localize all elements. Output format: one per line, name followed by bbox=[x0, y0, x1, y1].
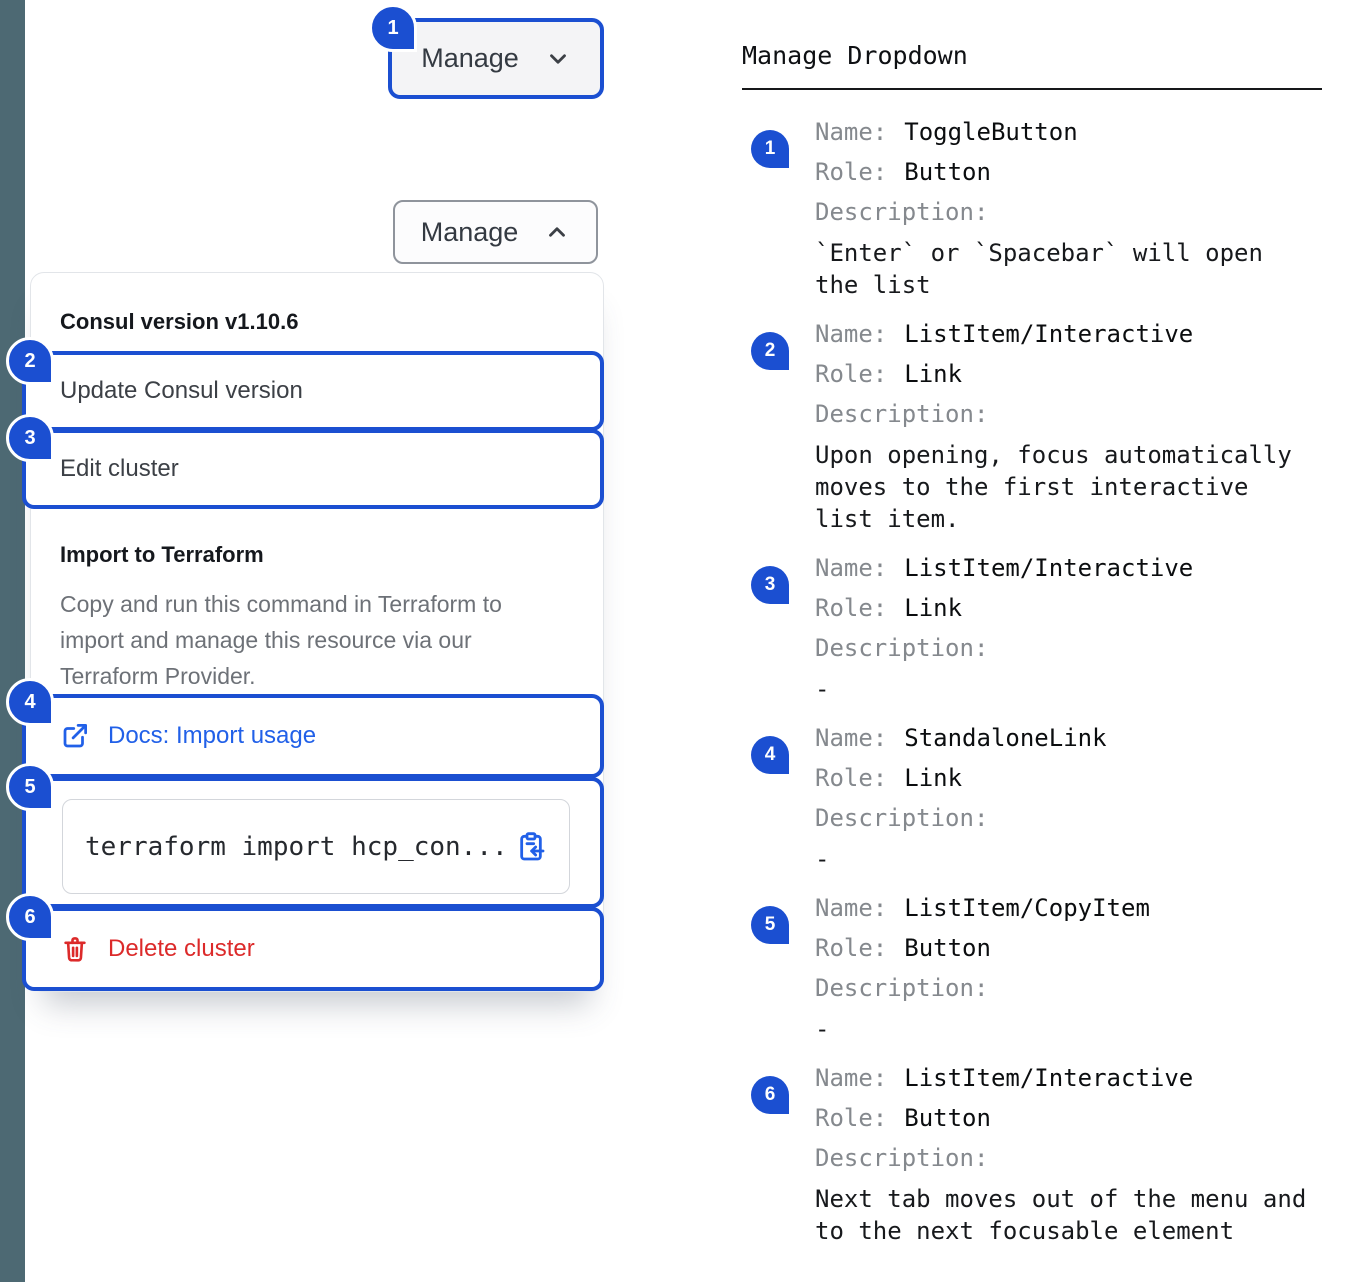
name-value: ListItem/Interactive bbox=[904, 1064, 1194, 1092]
manage-toggle-button-closed[interactable]: Manage bbox=[388, 18, 604, 99]
menu-item-delete-cluster[interactable]: Delete cluster bbox=[22, 907, 604, 991]
description-label: Description: bbox=[815, 400, 989, 428]
name-label: Name: bbox=[815, 894, 888, 922]
description-value: Upon opening, focus automatically moves … bbox=[815, 441, 1292, 533]
description-value: Next tab moves out of the menu and to th… bbox=[815, 1185, 1307, 1245]
annotation-badge-6: 6 bbox=[6, 893, 54, 941]
chevron-down-icon bbox=[545, 46, 571, 72]
role-label: Role: bbox=[815, 764, 888, 792]
name-label: Name: bbox=[815, 724, 888, 752]
legend-badge-5: 5 bbox=[751, 906, 789, 944]
clipboard-copy-icon[interactable] bbox=[515, 831, 547, 863]
role-label: Role: bbox=[815, 1104, 888, 1132]
annotation-badge-5: 5 bbox=[6, 763, 54, 811]
chevron-up-icon bbox=[544, 219, 570, 245]
legend-title: Manage Dropdown bbox=[742, 41, 968, 70]
menu-item-docs-import-usage[interactable]: Docs: Import usage bbox=[22, 694, 604, 778]
sidebar-strip bbox=[0, 0, 25, 1282]
legend-entry-6: 6 Name:ListItem/Interactive Role:Button … bbox=[742, 1058, 1322, 1247]
legend-badge-2: 2 bbox=[751, 332, 789, 370]
role-label: Role: bbox=[815, 360, 888, 388]
description-value: - bbox=[815, 845, 830, 873]
name-label: Name: bbox=[815, 320, 888, 348]
legend-entry-1: 1 Name: ToggleButton Role: Button Descript… bbox=[742, 112, 1322, 301]
role-value: Button bbox=[904, 1104, 991, 1132]
delete-cluster-label: Delete cluster bbox=[108, 935, 255, 962]
role-value: Button bbox=[904, 934, 991, 962]
legend-badge-3: 3 bbox=[751, 566, 789, 604]
annotation-badge-1: 1 bbox=[369, 4, 417, 52]
description-label: Description: bbox=[815, 974, 989, 1002]
legend-badge-6: 6 bbox=[751, 1076, 789, 1114]
legend-divider bbox=[742, 88, 1322, 90]
menu-item-edit-cluster[interactable]: Edit cluster bbox=[22, 429, 604, 509]
role-label: Role: bbox=[815, 594, 888, 622]
menu-item-label: Edit cluster bbox=[60, 455, 179, 482]
name-label: Name: bbox=[815, 1064, 888, 1092]
description-label: Description: bbox=[815, 1144, 989, 1172]
terraform-command-text: terraform import hcp_con... bbox=[85, 831, 508, 862]
legend-badge-1: 1 bbox=[751, 130, 789, 168]
legend-entry-5: 5 Name: ListItem/CopyItem Role: Button Des… bbox=[742, 888, 1322, 1045]
terraform-command-codebox: terraform import hcp_con... bbox=[62, 799, 570, 894]
description-label: Description: bbox=[815, 804, 989, 832]
description-label: Description: bbox=[815, 634, 989, 662]
name-value: ListItem/CopyItem bbox=[904, 894, 1150, 922]
name-value: StandaloneLink bbox=[904, 724, 1107, 752]
docs-link-label: Docs: Import usage bbox=[108, 722, 317, 749]
consul-version-header: Consul version v1.10.6 bbox=[60, 309, 299, 334]
name-label: Name: bbox=[815, 118, 888, 146]
manage-toggle-label: Manage bbox=[421, 43, 519, 73]
role-value: Link bbox=[904, 764, 963, 792]
legend-entry-4: 4 Name: StandaloneLink Role: Link Descript… bbox=[742, 718, 1322, 875]
menu-item-copy-command[interactable]: terraform import hcp_con... bbox=[22, 777, 604, 908]
name-value: ToggleButton bbox=[904, 118, 1078, 146]
role-label: Role: bbox=[815, 158, 888, 186]
description-value: - bbox=[815, 1015, 830, 1043]
annotation-badge-4: 4 bbox=[6, 678, 54, 726]
annotation-badge-3: 3 bbox=[6, 414, 54, 462]
legend-entry-2: 2 Name: ListItem/Interactive Role: Link De… bbox=[742, 314, 1322, 535]
name-value: ListItem/Interactive bbox=[904, 320, 1194, 348]
role-label: Role: bbox=[815, 934, 888, 962]
description-value: - bbox=[815, 675, 830, 703]
menu-item-update-consul-version[interactable]: Update Consul version bbox=[22, 351, 604, 431]
import-terraform-header: Import to Terraform bbox=[60, 542, 264, 567]
legend-panel: Manage Dropdown 1 Name: ToggleButton Role… bbox=[742, 40, 1322, 1260]
manage-toggle-label: Manage bbox=[420, 216, 519, 247]
name-value: ListItem/Interactive bbox=[904, 554, 1194, 582]
import-terraform-description: Copy and run this command in Terraform t… bbox=[60, 591, 502, 689]
description-label: Description: bbox=[815, 198, 989, 226]
legend-entry-3: 3 Name: ListItem/Interactive Role: Link De… bbox=[742, 548, 1322, 705]
role-value: Button bbox=[904, 158, 991, 186]
annotation-badge-2: 2 bbox=[6, 337, 54, 385]
menu-item-label: Update Consul version bbox=[60, 377, 303, 404]
description-value: `Enter` or `Spacebar` will open the list bbox=[815, 239, 1263, 299]
role-value: Link bbox=[904, 360, 963, 388]
role-value: Link bbox=[904, 594, 963, 622]
trash-icon bbox=[60, 934, 90, 964]
name-label: Name: bbox=[815, 554, 888, 582]
manage-toggle-button-open[interactable]: Manage bbox=[393, 200, 598, 264]
external-link-icon bbox=[60, 721, 90, 751]
legend-badge-4: 4 bbox=[751, 736, 789, 774]
